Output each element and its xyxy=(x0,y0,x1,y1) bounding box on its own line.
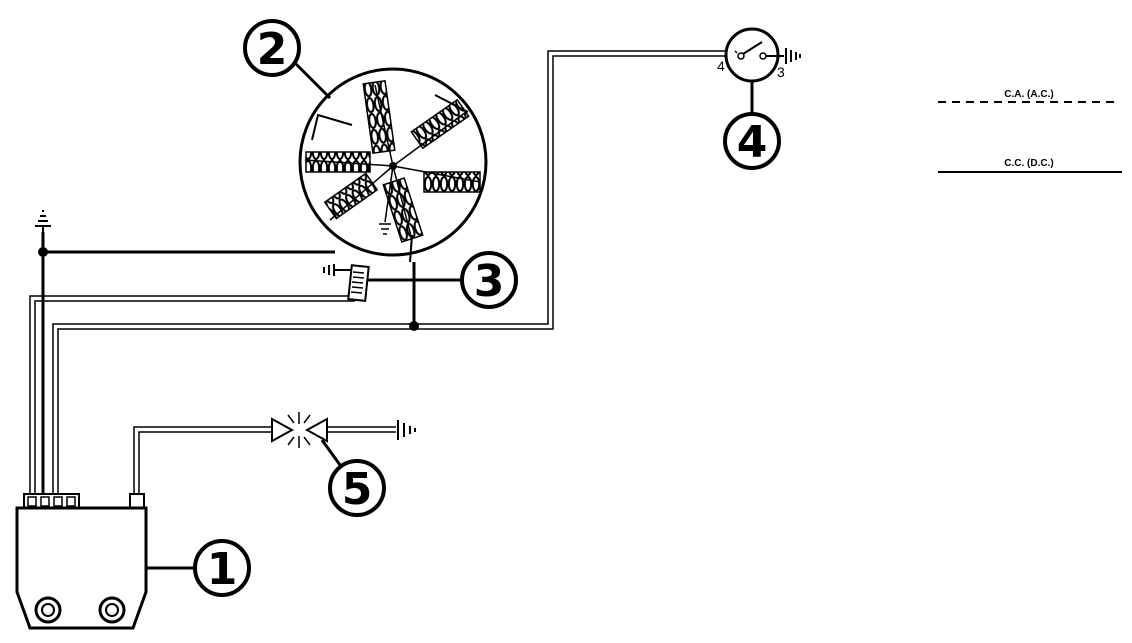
regulator-tab xyxy=(129,493,145,509)
leader-2 xyxy=(294,62,332,100)
stator-ground-icon xyxy=(379,223,391,235)
callout-1-circle xyxy=(193,539,251,597)
switch-terminal-3: 3 xyxy=(777,64,785,80)
callout-3-circle xyxy=(460,251,518,309)
wires xyxy=(29,50,735,495)
callout-3: 3 xyxy=(474,256,505,307)
callout-5-circle xyxy=(328,459,386,517)
callout-5: 5 xyxy=(342,464,373,515)
spark-gap: 5 xyxy=(271,412,416,517)
regulator: 1 xyxy=(15,493,251,630)
wire-pickup-inner xyxy=(34,300,355,495)
stator: 2 xyxy=(243,19,488,263)
junction-dot xyxy=(38,247,48,257)
junction-dot xyxy=(409,321,419,331)
spark-electrode-right xyxy=(304,417,328,443)
wire-ground xyxy=(41,232,335,254)
pickup-ground-icon xyxy=(323,264,352,276)
callout-2-circle xyxy=(243,19,301,77)
wire-spark-inner xyxy=(138,431,272,495)
spark-ground-icon xyxy=(397,420,416,440)
legend-ac-label: C.A. (A.C.) xyxy=(1004,89,1053,100)
wire-stator-outer xyxy=(52,50,735,495)
leader-5 xyxy=(320,439,342,466)
switch-ground-icon xyxy=(785,48,801,64)
wire-stator-inner xyxy=(57,55,735,495)
legend: C.A. (A.C.) C.C. (D.C.) xyxy=(938,89,1122,173)
callout-4: 4 xyxy=(737,117,768,168)
spark-electrode-left xyxy=(271,417,295,443)
switch-terminal-4: 4 xyxy=(717,58,725,74)
spark-burst-icon xyxy=(287,412,311,448)
ground-symbol xyxy=(35,210,51,232)
pickup: 3 xyxy=(323,251,518,309)
switch: 4 3 4 xyxy=(717,27,801,170)
wire-pickup-outer xyxy=(29,295,355,495)
callout-2: 2 xyxy=(257,24,288,75)
callout-4-circle xyxy=(723,112,781,170)
legend-dc-label: C.C. (D.C.) xyxy=(1004,158,1053,169)
switch-lever xyxy=(742,41,763,55)
wire-spark-outer xyxy=(133,426,272,495)
callout-1: 1 xyxy=(207,544,238,595)
stator-hub xyxy=(389,162,397,170)
